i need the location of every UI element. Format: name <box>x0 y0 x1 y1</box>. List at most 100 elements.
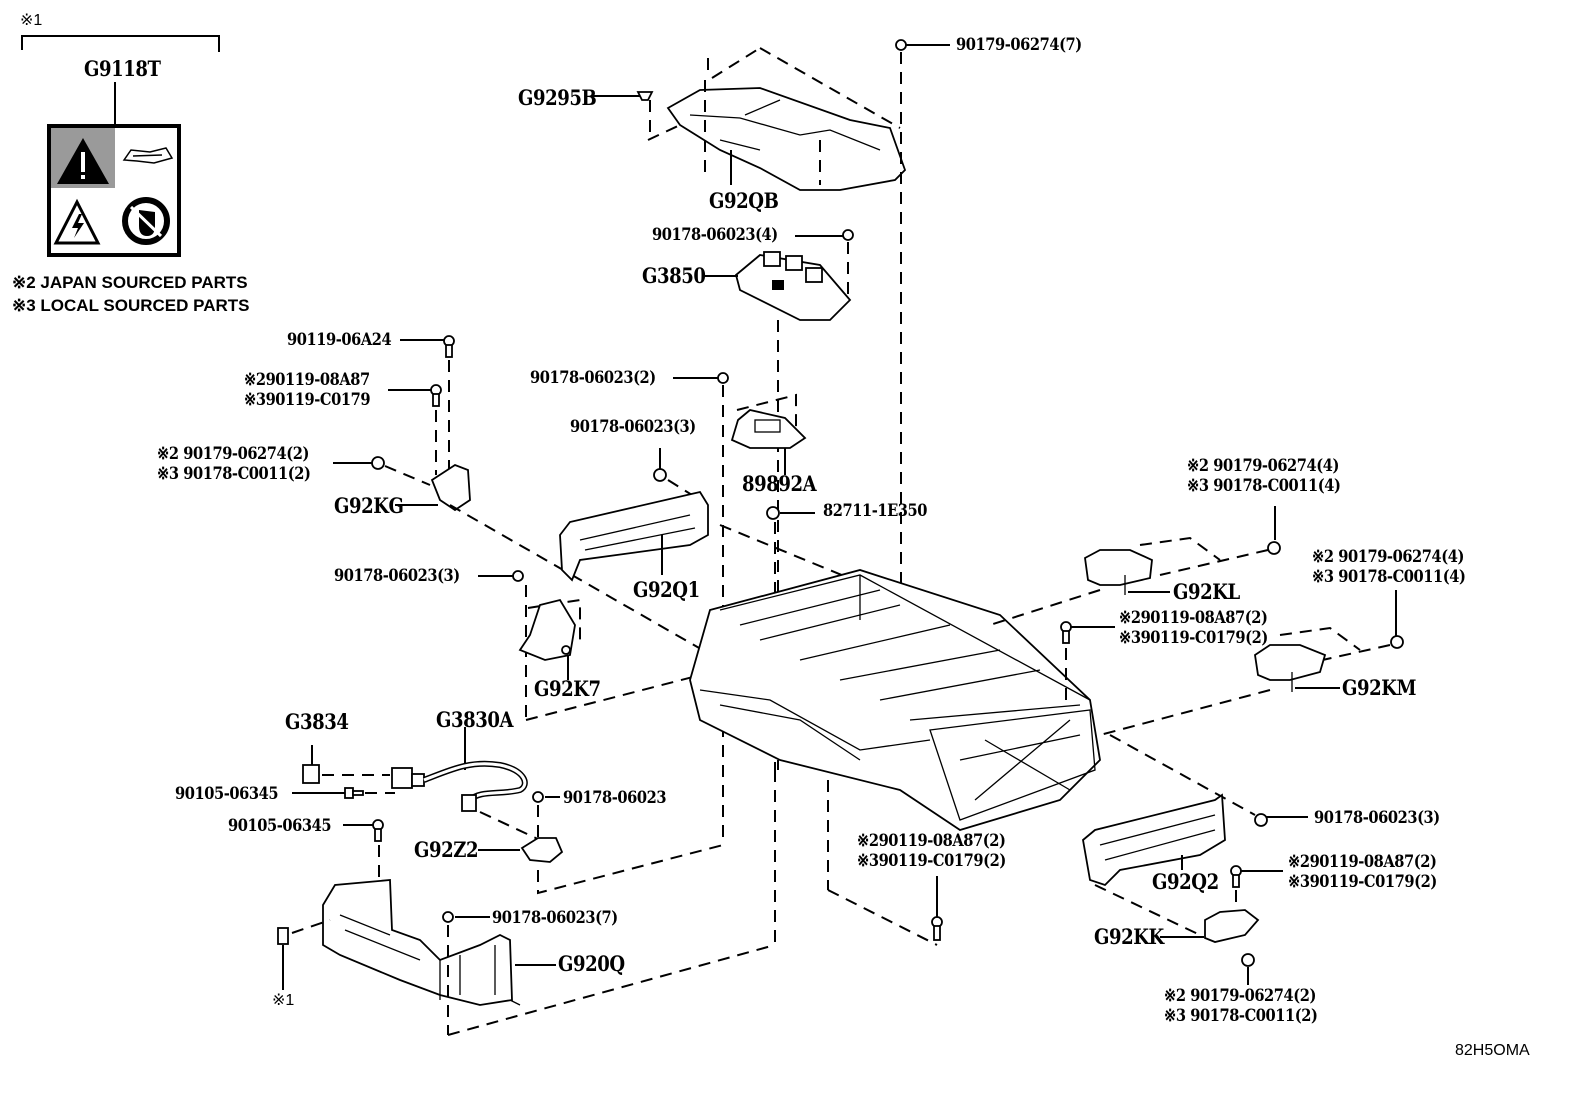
part-label-90178-06023[interactable]: 90178-06023 <box>563 788 667 808</box>
assembly-line <box>827 889 938 946</box>
km-nut-jp: ※2 90179-06274(4) <box>1312 547 1465 567</box>
bolt-90105-06345-b <box>372 819 384 842</box>
nut-90178-06023 <box>532 791 544 803</box>
nut-90178-06023-3a <box>653 468 667 482</box>
kk-bolt-jp: ※290119-08A87(2) <box>1288 852 1437 872</box>
part-label-G9295B[interactable]: G9295B <box>518 85 597 110</box>
part-label-90178-06023-3c[interactable]: 90178-06023(3) <box>1314 808 1440 828</box>
part-label-G92Q1[interactable]: G92Q1 <box>633 577 700 602</box>
nut-90178-06023-3c <box>1254 813 1268 827</box>
low-bolt-local: ※390119-C0179(2) <box>857 851 1006 871</box>
bracket-G92Q1 <box>559 490 709 582</box>
kk-nut-jp: ※2 90179-06274(2) <box>1164 986 1317 1006</box>
mid-bolt-local: ※390119-C0179(2) <box>1119 628 1268 648</box>
km-nut-local: ※3 90178-C0011(4) <box>1312 567 1466 587</box>
part-label-90119-06A24[interactable]: 90119-06A24 <box>287 330 392 350</box>
part-label-mid-bolt[interactable]: ※290119-08A87(2) ※390119-C0179(2) <box>1119 608 1268 648</box>
nut-90178-06023-2 <box>717 372 729 384</box>
part-label-82711-1E350[interactable]: 82711-1E350 <box>823 501 928 521</box>
assembly-line <box>989 589 1101 626</box>
assembly-line <box>525 669 721 721</box>
label-marker-1 <box>277 927 289 945</box>
part-label-90179-06274-7[interactable]: 90179-06274(7) <box>956 35 1082 55</box>
nut-kl <box>1267 541 1281 555</box>
no-touch-icon <box>122 197 170 245</box>
battery-pack <box>689 569 1101 831</box>
kk-nut-local: ※3 90178-C0011(2) <box>1164 1006 1318 1026</box>
clip-82711-1E350 <box>766 506 780 520</box>
bolt-low <box>931 916 943 941</box>
manual-book-icon <box>122 147 174 164</box>
warning-triangle-icon <box>57 138 109 184</box>
part-label-kg-nut[interactable]: ※2 90179-06274(2) ※3 90178-C0011(2) <box>157 444 311 484</box>
part-label-kg-bolt[interactable]: ※290119-08A87 ※390119-C0179 <box>244 370 371 410</box>
connector-G3834 <box>302 764 320 784</box>
connector-G92Z2 <box>520 837 564 863</box>
assembly-line <box>384 465 431 486</box>
nut-90179-06274-7 <box>895 39 907 51</box>
assembly-line <box>1109 734 1256 816</box>
bolt-90119-06A24 <box>443 335 455 358</box>
part-label-G92K7[interactable]: G92K7 <box>534 676 601 701</box>
assembly-line <box>447 944 776 1036</box>
bracket-G92KL <box>1084 549 1153 595</box>
bracket-G92KG <box>430 463 471 512</box>
assembly-line <box>449 504 721 661</box>
part-label-G92QB[interactable]: G92QB <box>709 188 779 213</box>
nut-90178-06023-4 <box>842 229 854 241</box>
footnote-bracket <box>21 35 220 52</box>
nut-km <box>1390 635 1404 649</box>
assembly-line <box>736 393 797 440</box>
part-label-kk-bolt[interactable]: ※290119-08A87(2) ※390119-C0179(2) <box>1288 852 1437 892</box>
diagram-code: 82H5OMA <box>1455 1042 1530 1059</box>
part-label-90178-06023-3a[interactable]: 90178-06023(3) <box>570 417 696 437</box>
part-label-90105-06345-a[interactable]: 90105-06345 <box>175 784 279 804</box>
sensor-89892A <box>730 409 807 449</box>
warning-label <box>47 124 181 257</box>
part-label-G92KK[interactable]: G92KK <box>1094 924 1164 949</box>
bracket-G92KK <box>1204 909 1260 943</box>
bracket-G92KM <box>1254 644 1327 692</box>
part-label-G3850[interactable]: G3850 <box>642 263 706 288</box>
note-local-sourced: ※3 LOCAL SOURCED PARTS <box>12 296 250 315</box>
kg-bolt-local: ※390119-C0179 <box>244 390 371 410</box>
high-voltage-icon <box>53 198 101 245</box>
part-label-90105-06345-b[interactable]: 90105-06345 <box>228 816 332 836</box>
bracket-G92K7 <box>518 598 576 661</box>
nut-kk <box>1241 953 1255 967</box>
part-label-G92Q2[interactable]: G92Q2 <box>1152 869 1219 894</box>
assembly-line <box>1099 689 1271 736</box>
nut-90178-06023-7 <box>442 911 454 923</box>
part-label-G920Q[interactable]: G920Q <box>558 951 625 976</box>
part-label-90178-06023-7[interactable]: 90178-06023(7) <box>492 908 618 928</box>
nut-kg <box>371 456 385 470</box>
clip-G9295B <box>636 91 654 101</box>
part-label-G92Z2[interactable]: G92Z2 <box>414 837 479 862</box>
part-label-89892A[interactable]: 89892A <box>742 471 817 496</box>
part-label-90178-06023-4[interactable]: 90178-06023(4) <box>652 225 778 245</box>
kl-nut-jp: ※2 90179-06274(4) <box>1187 456 1340 476</box>
kg-nut-jp: ※2 90179-06274(2) <box>157 444 310 464</box>
bolt-mid <box>1060 621 1072 644</box>
note-japan-sourced: ※2 JAPAN SOURCED PARTS <box>12 273 248 292</box>
part-label-G3830A[interactable]: G3830A <box>436 707 514 732</box>
part-label-G3834[interactable]: G3834 <box>285 709 349 734</box>
part-label-G9118T[interactable]: G9118T <box>84 56 161 81</box>
part-label-90178-06023-2[interactable]: 90178-06023(2) <box>530 368 656 388</box>
part-label-km-nut[interactable]: ※2 90179-06274(4) ※3 90178-C0011(4) <box>1312 547 1466 587</box>
assembly-line <box>537 844 724 895</box>
part-label-low-bolt[interactable]: ※290119-08A87(2) ※390119-C0179(2) <box>857 831 1006 871</box>
wire-harness-G3830A <box>391 760 528 812</box>
marker-1-label: ※1 <box>272 992 295 1009</box>
junction-block-G3850 <box>734 251 852 321</box>
footnote-marker: ※1 <box>20 12 43 29</box>
part-label-90178-06023-3b[interactable]: 90178-06023(3) <box>334 566 460 586</box>
part-label-G92KL[interactable]: G92KL <box>1173 579 1240 604</box>
part-label-kl-nut[interactable]: ※2 90179-06274(4) ※3 90178-C0011(4) <box>1187 456 1341 496</box>
part-label-kk-nut[interactable]: ※2 90179-06274(2) ※3 90178-C0011(2) <box>1164 986 1318 1026</box>
part-label-G92KM[interactable]: G92KM <box>1342 675 1417 700</box>
cover-G92QB <box>647 47 907 191</box>
part-label-G92KG[interactable]: G92KG <box>334 493 404 518</box>
